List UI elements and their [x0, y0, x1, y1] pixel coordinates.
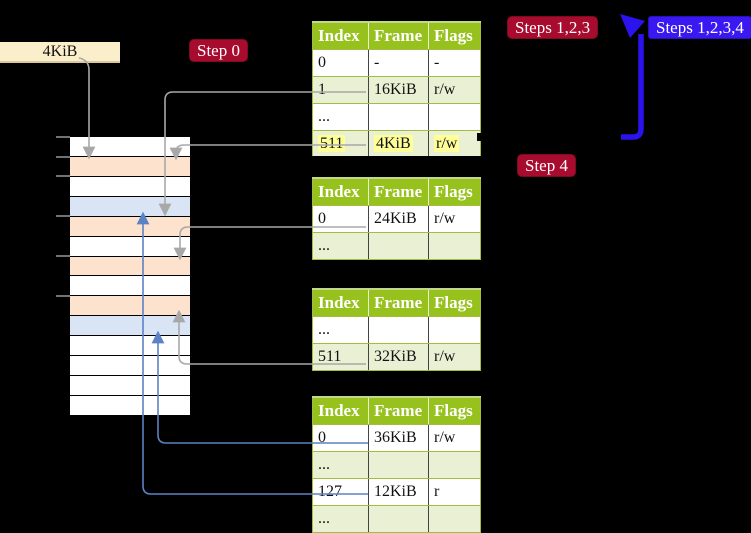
memory-row-blue [70, 195, 190, 216]
header-row: Index Frame Flags [312, 177, 481, 206]
cell-index: 0 [312, 424, 369, 452]
memory-row-peach [70, 215, 190, 236]
col-header-frame: Frame [368, 288, 429, 317]
cell-frame: 16KiB [368, 76, 429, 104]
memory-row-white [70, 175, 190, 196]
cell-flags: r/w [428, 343, 481, 371]
memory-row-white [70, 394, 190, 415]
cell-flags: r/w [428, 76, 481, 104]
cell-flags [428, 505, 481, 533]
table-row: ... [312, 505, 481, 533]
steps1234-badge: Steps 1,2,3,4 [648, 16, 751, 39]
frame-size-label: 4KiB [0, 42, 120, 63]
table-row: 0 - - [312, 49, 481, 77]
cell-flags [428, 103, 481, 131]
cell-flags [428, 451, 481, 479]
header-row: Index Frame Flags [312, 21, 481, 50]
cell-flags: r/w [428, 130, 481, 156]
page-table-2: Index Frame Flags 0 24KiB r/w ... [312, 177, 481, 260]
cell-index: 0 [312, 49, 369, 77]
col-header-index: Index [312, 288, 369, 317]
cell-frame: 12KiB [368, 478, 429, 506]
cell-frame [368, 451, 429, 479]
table-row: 127 12KiB r [312, 478, 481, 506]
cell-index: 511 [312, 130, 369, 156]
cell-index: ... [312, 316, 369, 344]
table-row: ... [312, 451, 481, 479]
col-header-frame: Frame [368, 396, 429, 425]
cell-index: ... [312, 232, 369, 260]
memory-row-white [70, 375, 190, 395]
col-header-index: Index [312, 177, 369, 206]
highlight: 4KiB [374, 135, 413, 152]
cell-index: ... [312, 505, 369, 533]
cell-flags: r [428, 478, 481, 506]
table-row: 0 24KiB r/w [312, 205, 481, 233]
col-header-flags: Flags [428, 177, 481, 206]
step4-badge: Step 4 [517, 154, 576, 177]
cell-frame [368, 232, 429, 260]
memory-row-blue [70, 315, 190, 336]
page-table-4-wrap: Index Frame Flags 0 36KiB r/w ... 127 12… [312, 396, 481, 533]
table-row: 511 32KiB r/w [312, 343, 481, 371]
cell-flags [428, 232, 481, 260]
step0-badge: Step 0 [189, 39, 248, 62]
cell-frame: 24KiB [368, 205, 429, 233]
memory-row-white [70, 235, 190, 256]
page-table-2-wrap: Index Frame Flags 0 24KiB r/w ... [312, 177, 481, 260]
page-table-1-wrap: Index Frame Flags 0 - - 1 16KiB r/w ... … [312, 21, 481, 156]
cell-frame [368, 316, 429, 344]
col-header-flags: Flags [428, 288, 481, 317]
highlight: 511 [318, 135, 346, 152]
cell-index: 1 [312, 76, 369, 104]
address-tick-marks [56, 136, 70, 297]
memory-row-peach [70, 255, 190, 276]
memory-row-white [70, 275, 190, 296]
page-table-4: Index Frame Flags 0 36KiB r/w ... 127 12… [312, 396, 481, 533]
cell-index: 127 [312, 478, 369, 506]
header-row: Index Frame Flags [312, 288, 481, 317]
cell-flags: r/w [428, 424, 481, 452]
page-table-1: Index Frame Flags 0 - - 1 16KiB r/w ... … [312, 21, 481, 156]
cell-frame: 36KiB [368, 424, 429, 452]
table-row: 1 16KiB r/w [312, 76, 481, 104]
memory-row-white [70, 335, 190, 356]
cell-flags [428, 316, 481, 344]
cell-index: 0 [312, 205, 369, 233]
memory-strip [70, 137, 190, 415]
col-header-index: Index [312, 396, 369, 425]
memory-row-peach [70, 155, 190, 176]
loop-arrow-head [620, 14, 645, 38]
cell-frame: 32KiB [368, 343, 429, 371]
cell-frame: - [368, 49, 429, 77]
cell-frame: 4KiB [368, 130, 429, 156]
page-table-3: Index Frame Flags ... 511 32KiB r/w [312, 288, 481, 371]
memory-row-peach [70, 295, 190, 316]
table-row: ... [312, 103, 481, 131]
table-row: ... [312, 316, 481, 344]
col-header-frame: Frame [368, 177, 429, 206]
table-row-highlighted: 511 4KiB r/w [312, 130, 481, 156]
steps123-badge: Steps 1,2,3 [507, 16, 599, 39]
col-header-frame: Frame [368, 21, 429, 50]
cell-flags: - [428, 49, 481, 77]
col-header-flags: Flags [428, 21, 481, 50]
cell-index: ... [312, 451, 369, 479]
memory-row-white [70, 137, 190, 156]
header-row: Index Frame Flags [312, 396, 481, 425]
loop-arrow-shaft [621, 34, 644, 140]
table-row: 0 36KiB r/w [312, 424, 481, 452]
col-header-index: Index [312, 21, 369, 50]
cell-frame [368, 505, 429, 533]
cell-index: ... [312, 103, 369, 131]
cell-index: 511 [312, 343, 369, 371]
cell-frame [368, 103, 429, 131]
memory-row-white [70, 355, 190, 376]
col-header-flags: Flags [428, 396, 481, 425]
highlight: r/w [434, 135, 460, 152]
cell-flags: r/w [428, 205, 481, 233]
table-row: ... [312, 232, 481, 260]
page-table-3-wrap: Index Frame Flags ... 511 32KiB r/w [312, 288, 481, 371]
